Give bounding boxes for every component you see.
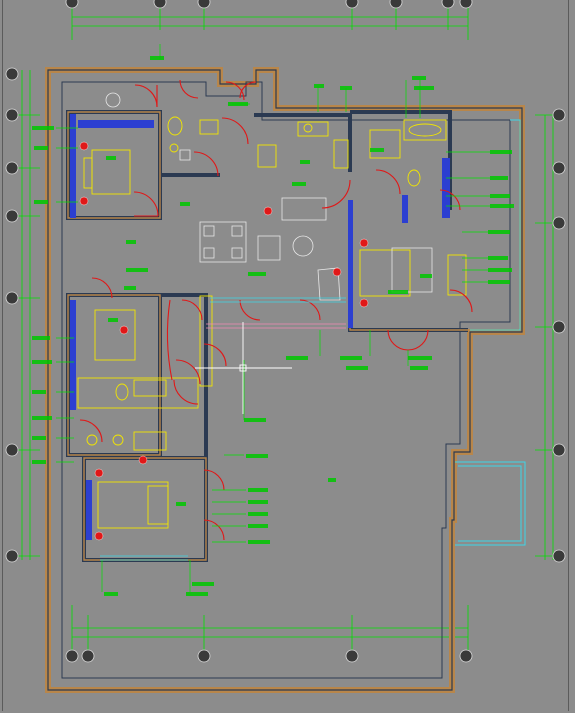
toilet-icon [407,169,421,187]
living-furniture [105,92,433,301]
toilet-icon [115,383,129,401]
door-swing-icon [79,79,473,541]
bed-icon [97,481,169,529]
partition-lines [206,323,346,329]
annotation-leaders [56,44,490,592]
sink-icon [112,434,124,446]
toilet-icon [167,116,183,136]
bed-icon [359,249,411,297]
bed-icon [94,309,136,361]
window-lines [100,297,346,561]
grid-bubble-icon [5,0,566,663]
sink-icon [86,434,98,446]
top-dimension-lines [71,5,469,40]
fixtures [77,116,467,529]
sink-icon [303,123,313,133]
wall-trim [67,111,468,561]
annotation-blocks [32,56,514,596]
balcony-outline [455,119,526,546]
crosshair-cursor-icon [195,322,292,414]
bathtub-icon [403,119,447,141]
tag-marker-icon [79,141,369,541]
outer-walls [45,67,525,693]
bottom-dimension-lines [71,605,469,650]
structural-columns [70,114,450,540]
dining-table-icon [199,221,247,263]
